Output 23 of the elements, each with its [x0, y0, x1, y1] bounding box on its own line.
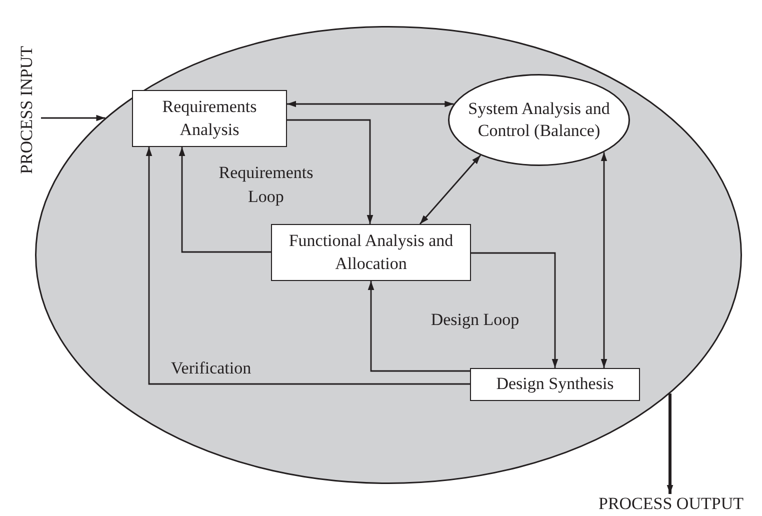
loop-label: Design Loop	[430, 309, 520, 332]
output-label: PROCESS OUTPUT	[580, 494, 762, 514]
arrow	[146, 147, 470, 385]
arrow	[666, 394, 674, 494]
arrow	[41, 114, 106, 122]
node-label: Design Synthesis	[496, 373, 614, 396]
arrow	[178, 147, 271, 253]
arrow	[471, 252, 558, 368]
process-ellipse	[35, 26, 742, 484]
arrow	[287, 100, 454, 108]
process-box	[271, 224, 471, 281]
loop-label: Requirements Loop	[218, 162, 314, 208]
control-ellipse	[448, 74, 630, 166]
arrow	[368, 281, 470, 372]
arrow	[600, 152, 608, 368]
arrow	[419, 154, 482, 224]
input-label: PROCESS INPUT	[13, 30, 41, 190]
node-label: Requirements Analysis	[161, 96, 258, 141]
node-label: System Analysis and Control (Balance)	[467, 98, 611, 142]
node-label: Functional Analysis and Allocation	[288, 230, 454, 274]
arrow	[287, 119, 374, 224]
process-box	[132, 90, 287, 147]
process-box	[470, 368, 640, 401]
